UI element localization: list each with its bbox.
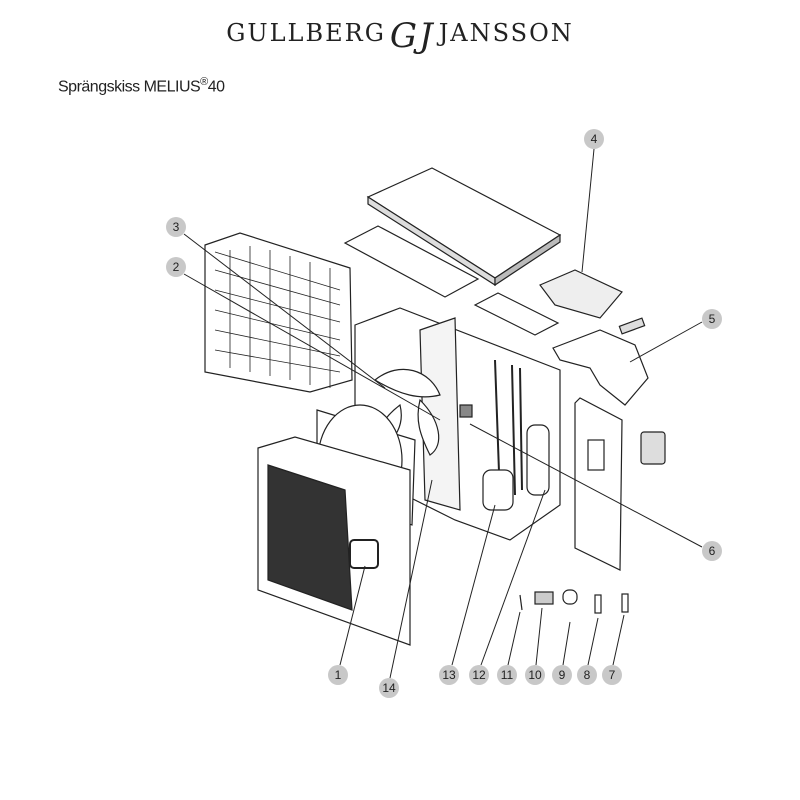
rear-grille [204, 232, 353, 393]
callout-circle [439, 665, 459, 685]
callout-number: 14 [382, 681, 396, 695]
callout-number: 6 [709, 544, 716, 558]
callout-circle [166, 217, 186, 237]
brand-right: JANSSON [438, 19, 574, 47]
side-panel [574, 397, 623, 571]
callout-6: 6 [702, 541, 722, 561]
callout-circle [328, 665, 348, 685]
callout-circle [577, 665, 597, 685]
callout-number: 7 [609, 668, 616, 682]
brand-left: GULLBERG [226, 19, 386, 47]
callout-10: 10 [525, 665, 545, 685]
callout-5: 5 [702, 309, 722, 329]
callout-9: 9 [552, 665, 572, 685]
callout-number: 13 [442, 668, 456, 682]
callout-12: 12 [469, 665, 489, 685]
callout-4: 4 [584, 129, 604, 149]
callout-number: 11 [501, 668, 514, 682]
callout-7: 7 [602, 665, 622, 685]
callout-number: 12 [472, 668, 486, 682]
callout-3: 3 [166, 217, 186, 237]
front-panel [257, 436, 411, 646]
inner-plate-small [473, 292, 560, 336]
callout-1: 1 [328, 665, 348, 685]
registered-mark: ® [200, 76, 208, 88]
callout-circle [584, 129, 604, 149]
switch [640, 431, 666, 465]
callout-number: 2 [173, 260, 180, 274]
compressor [482, 469, 514, 511]
callout-circle [702, 541, 722, 561]
callout-13: 13 [439, 665, 459, 685]
callout-circle [469, 665, 489, 685]
control-box [539, 269, 623, 319]
brand-monogram: GJ [389, 16, 435, 56]
page-title: Sprängskiss MELIUS®40 [58, 76, 225, 96]
bracket [552, 329, 649, 406]
callout-number: 5 [709, 312, 716, 326]
callout-number: 1 [335, 668, 342, 682]
callout-number: 4 [591, 132, 598, 146]
inner-plate [343, 225, 480, 298]
model-number: 40 [207, 78, 225, 96]
callout-circle [525, 665, 545, 685]
callout-8: 8 [577, 665, 597, 685]
callout-number: 8 [584, 668, 591, 682]
callout-2: 2 [166, 257, 186, 277]
callout-circle [702, 309, 722, 329]
callout-number: 3 [173, 220, 180, 234]
leader-lines [183, 148, 703, 679]
callout-circle [379, 678, 399, 698]
callout-circle [552, 665, 572, 685]
callout-11: 11 [497, 665, 517, 685]
callout-circle [602, 665, 622, 685]
title-text: Sprängskiss MELIUS [58, 78, 201, 96]
callout-circle [497, 665, 517, 685]
callout-number: 9 [559, 668, 566, 682]
callout-14: 14 [379, 678, 399, 698]
callout-number: 10 [528, 668, 542, 682]
callout-circle [166, 257, 186, 277]
small-parts [519, 589, 629, 614]
